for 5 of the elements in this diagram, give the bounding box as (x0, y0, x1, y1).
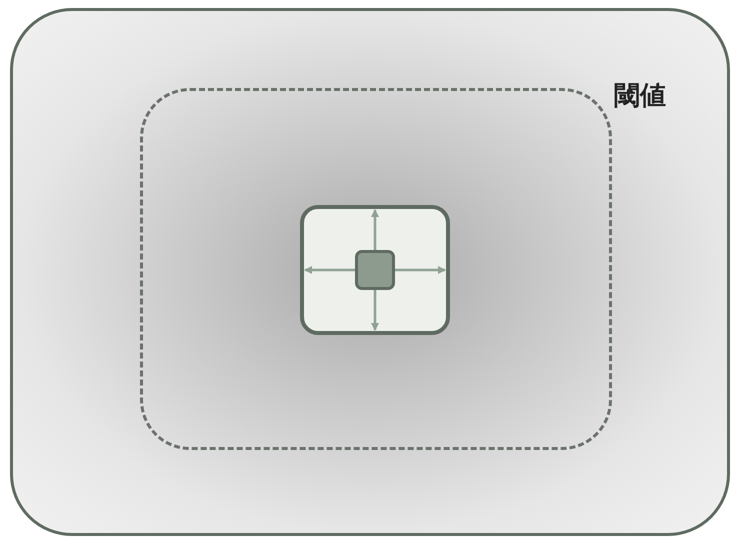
inner-square (300, 205, 450, 335)
threshold-boundary (140, 88, 612, 450)
threshold-label: 閾値 (614, 79, 666, 112)
center-square (355, 250, 395, 290)
outer-panel (10, 8, 730, 536)
